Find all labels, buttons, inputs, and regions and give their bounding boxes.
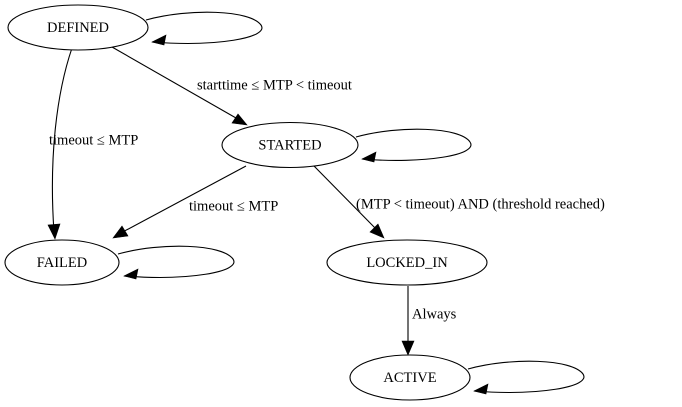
edge-defined-to-started[interactable] (111, 46, 248, 126)
edge-started-to-failed[interactable] (112, 165, 247, 239)
node-started[interactable]: STARTED (221, 121, 359, 169)
self-loop-started[interactable] (355, 128, 472, 163)
edge-started-to-locked-in[interactable] (313, 165, 385, 239)
arrowhead-self-loop-started (361, 151, 377, 163)
node-locked-in[interactable]: LOCKED_IN (326, 239, 488, 286)
arrowhead-defined-to-started (231, 113, 248, 126)
node-failed[interactable]: FAILED (4, 239, 120, 286)
node-locked-in-label: LOCKED_IN (366, 255, 448, 271)
node-active[interactable]: ACTIVE (349, 354, 471, 401)
edge-label-started-to-locked-in: (MTP < timeout) AND (threshold reached) (356, 196, 605, 212)
arrowhead-self-loop-failed (123, 268, 139, 280)
arrowhead-started-to-locked-in (369, 223, 385, 239)
edge-defined-to-failed[interactable] (47, 47, 73, 240)
node-defined-label: DEFINED (47, 20, 109, 36)
node-failed-shape (4, 239, 120, 286)
edge-label-defined-to-started: starttime ≤ MTP < timeout (197, 77, 352, 93)
arrowhead-self-loop-active (473, 383, 489, 395)
arrowhead-self-loop-defined (151, 34, 167, 46)
self-loop-defined[interactable] (145, 11, 263, 46)
node-active-label: ACTIVE (383, 370, 436, 386)
edge-label-defined-to-failed: timeout ≤ MTP (49, 132, 138, 148)
node-defined-shape (7, 4, 149, 51)
edge-locked-in-to-active[interactable] (401, 286, 415, 356)
arrowhead-defined-to-failed (47, 223, 61, 240)
node-started-shape (221, 121, 359, 169)
node-defined[interactable]: DEFINED (7, 4, 149, 51)
edge-label-locked-in-to-active: Always (412, 306, 457, 322)
self-loop-failed[interactable] (117, 245, 235, 280)
edge-label-started-to-failed: timeout ≤ MTP (189, 198, 278, 214)
node-locked-in-shape (326, 239, 488, 286)
arrowhead-locked-in-to-active (401, 340, 415, 356)
node-started-label: STARTED (258, 137, 321, 153)
node-active-shape (349, 354, 471, 401)
self-loop-active[interactable] (467, 360, 585, 395)
arrowhead-started-to-failed (112, 225, 129, 239)
node-failed-label: FAILED (37, 255, 87, 271)
